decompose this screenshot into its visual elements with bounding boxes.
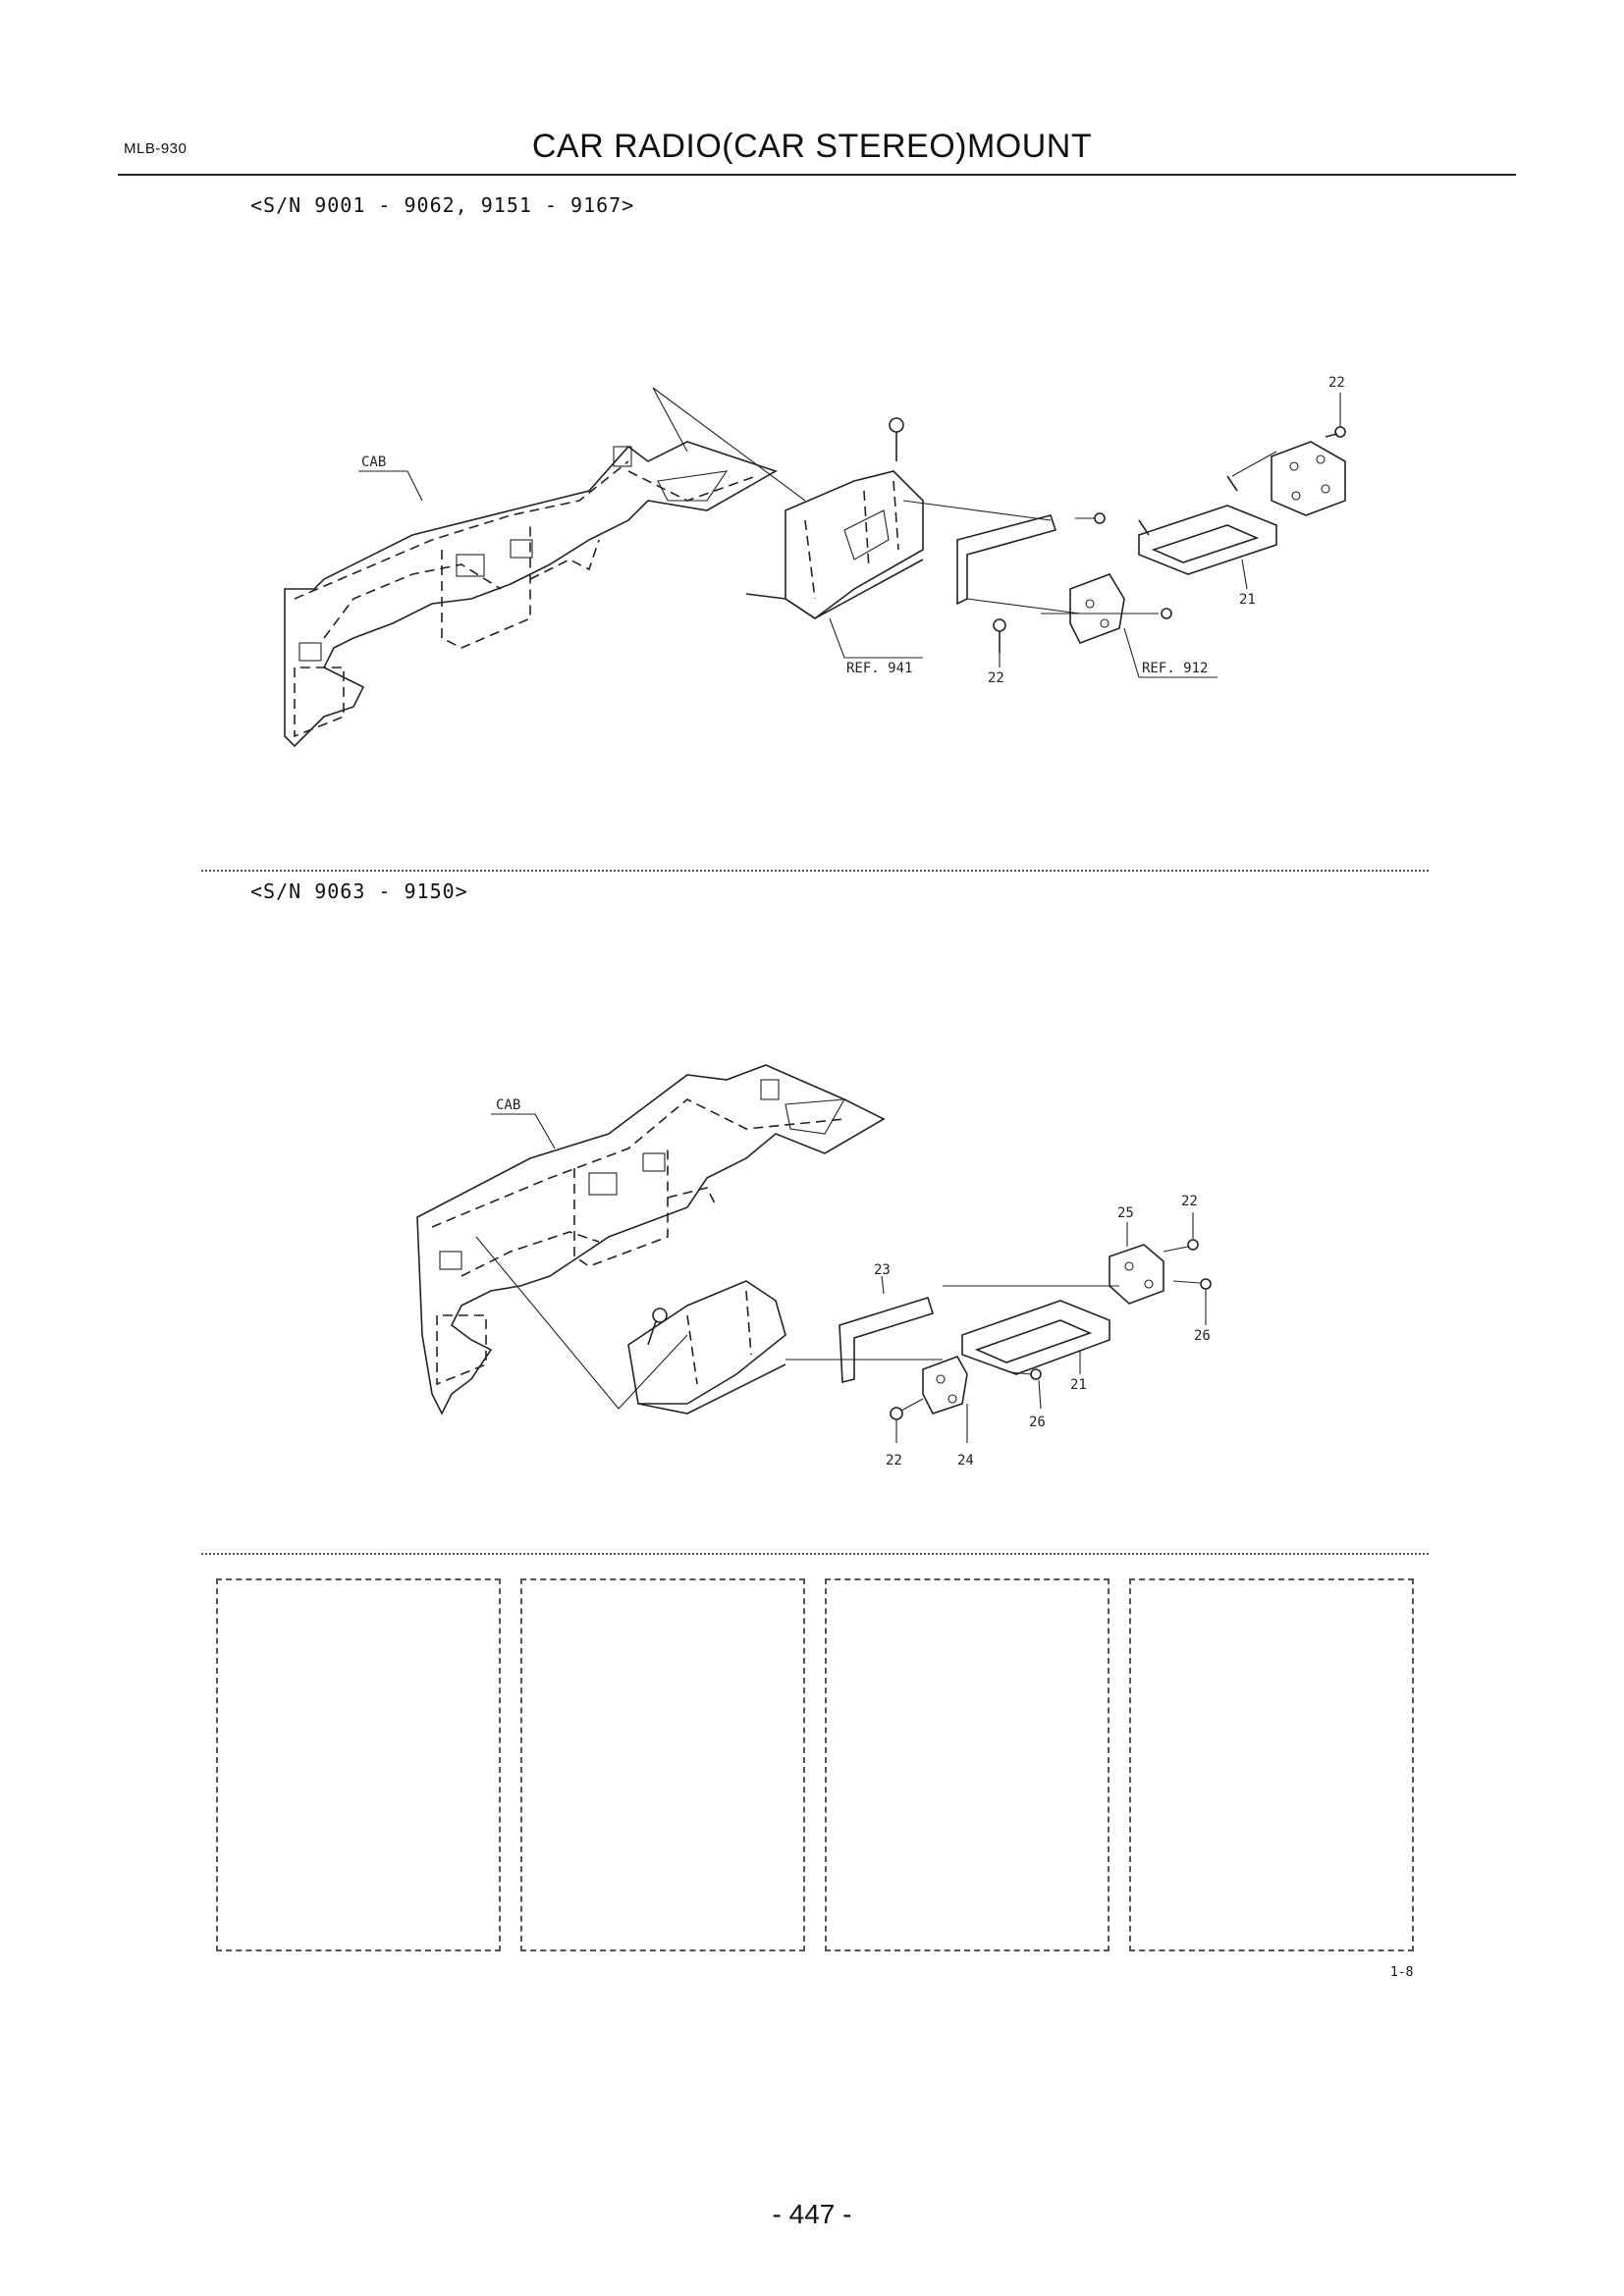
radio-bracket-arm-1 <box>902 500 1081 614</box>
label-part-21-2: 21 <box>1070 1377 1087 1393</box>
blank-panel-2 <box>520 1578 805 1951</box>
label-part-26-right: 26 <box>1194 1328 1211 1344</box>
bolt-icon-8 <box>1172 1278 1212 1325</box>
bolt-icon-3 <box>1325 393 1346 438</box>
blank-panel-1 <box>216 1578 501 1951</box>
mount-plate-24 <box>922 1356 968 1443</box>
serial-range-2: <S/N 9063 - 9150> <box>250 880 468 903</box>
bolt-icon-5 <box>993 618 1006 667</box>
serial-range-1: <S/N 9001 - 9062, 9151 - 9167> <box>250 193 635 217</box>
mount-plate-1 <box>1271 441 1346 516</box>
bolt-icon-7 <box>1163 1212 1199 1253</box>
label-part-24: 24 <box>957 1453 974 1468</box>
bolt-icon-4 <box>1161 608 1172 619</box>
cab-panel-1 <box>284 441 778 748</box>
blank-panel-3 <box>825 1578 1110 1951</box>
radio-tray-1 <box>1138 475 1277 575</box>
label-part-23: 23 <box>874 1262 891 1278</box>
section-divider-2 <box>201 1553 1429 1555</box>
label-cab-2: CAB <box>496 1097 520 1113</box>
bolt-icon-10 <box>890 1398 924 1443</box>
section-divider-1 <box>201 870 1429 872</box>
label-part-22-bottom-1: 22 <box>988 670 1004 686</box>
label-part-22-top-1: 22 <box>1328 375 1345 391</box>
figure-code: 1-8 <box>1390 1965 1414 1980</box>
exploded-diagram-1: CAB REF. 941 22 <box>284 375 1346 748</box>
blank-panel-4 <box>1129 1578 1414 1951</box>
cab-panel-2 <box>416 1064 886 1415</box>
document-code: MLB-930 <box>124 140 188 157</box>
bolt-icon-6 <box>647 1308 668 1346</box>
bolt-icon-2 <box>1075 512 1106 524</box>
label-ref-941: REF. 941 <box>846 661 912 676</box>
label-part-26-bottom: 26 <box>1029 1415 1046 1430</box>
console-bracket-1 <box>745 470 924 619</box>
exploded-diagram-2: CAB 23 21 25 22 26 <box>416 1064 1212 1468</box>
page-number: - 447 - <box>772 2199 852 2229</box>
page-title: CAR RADIO(CAR STEREO)MOUNT <box>531 128 1093 165</box>
label-part-25: 25 <box>1117 1205 1134 1221</box>
mid-plate-1 <box>1041 573 1159 645</box>
label-cab-1: CAB <box>361 454 386 470</box>
label-ref-912: REF. 912 <box>1142 661 1208 676</box>
mount-plate-25 <box>1109 1222 1164 1305</box>
radio-bracket-arm-23 <box>785 1275 943 1384</box>
label-part-21-1: 21 <box>1239 592 1256 608</box>
title-divider <box>118 174 1516 176</box>
label-part-22-top-2: 22 <box>1181 1194 1198 1209</box>
console-bracket-2 <box>627 1280 786 1415</box>
label-part-22-bottom-2: 22 <box>886 1453 902 1468</box>
bolt-icon-9 <box>1010 1368 1042 1410</box>
radio-tray-2 <box>943 1285 1119 1375</box>
bolt-icon-1 <box>889 417 904 461</box>
